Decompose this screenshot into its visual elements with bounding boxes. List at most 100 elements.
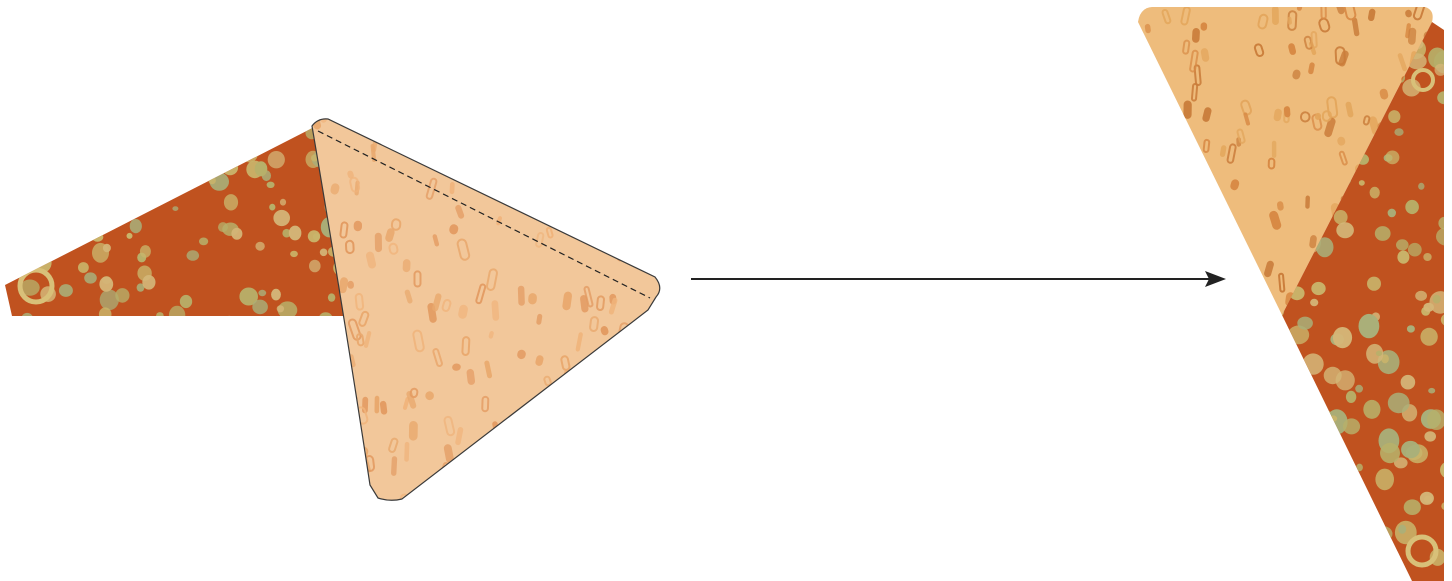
fabric-dot [1298, 559, 1317, 579]
fabric-dot [0, 169, 10, 187]
fabric-dash [512, 138, 522, 150]
fabric-dot [1330, 535, 1351, 552]
fabric-dash [650, 433, 657, 446]
fabric-dot [1320, 406, 1328, 414]
fabric-dot [73, 165, 79, 173]
fabric-dot [1278, 475, 1286, 482]
fabric-dash [618, 151, 624, 163]
fabric-dash [665, 313, 673, 329]
fabric-dot [129, 206, 136, 214]
fabric-dot [1343, 418, 1360, 434]
fabric-dash [449, 182, 454, 194]
fabric-dot [1311, 282, 1325, 295]
fabric-dot [77, 153, 89, 165]
fabric-dash [1187, 320, 1198, 337]
fabric-dot [1265, 509, 1282, 523]
fabric-dash [375, 233, 382, 253]
fabric-dash [1139, 227, 1148, 246]
fabric-dot [1398, 525, 1406, 534]
fabric-dot [224, 194, 238, 210]
fabric-dash [642, 209, 652, 228]
fabric-dot [152, 161, 164, 172]
fabric-dash [594, 482, 601, 490]
fabric-dash [1211, 286, 1222, 301]
fabric-dash [493, 132, 502, 144]
fabric-dash [1174, 308, 1184, 327]
fabric-dot [328, 293, 335, 301]
fabric-dot [222, 160, 238, 175]
fabric-dash [1185, 193, 1194, 213]
fabric-dot [1418, 183, 1424, 190]
fabric-dash [615, 233, 624, 247]
fabric-dot [40, 126, 57, 146]
fabric-dash [663, 419, 669, 432]
fabric-dash [500, 419, 512, 436]
fabric-dash [1192, 28, 1200, 43]
fabric-dot [255, 242, 264, 251]
fabric-dash [1186, 227, 1194, 243]
fabric-dash [1194, 170, 1207, 191]
fabric-dot [1368, 551, 1382, 565]
fabric-dot [1380, 443, 1400, 463]
fabric-dash [1182, 314, 1190, 332]
fabric-dot [140, 245, 151, 258]
fabric-dot [1336, 222, 1354, 238]
fabric-dot [1394, 128, 1403, 136]
fabric-dash [1443, 165, 1452, 183]
fabric-dot [1268, 465, 1276, 474]
fabric-dot [55, 176, 73, 193]
fabric-dot [1420, 328, 1437, 346]
fabric-dot [50, 208, 62, 220]
fabric-dot [1388, 110, 1400, 123]
fabric-dot [1357, 545, 1366, 555]
fabric-dash [1164, 181, 1172, 194]
fabric-dot [1302, 482, 1309, 487]
fabric-dot [247, 106, 263, 120]
fabric-dash [628, 441, 637, 459]
fabric-dot [1370, 187, 1380, 199]
fabric-dash [1149, 317, 1160, 336]
fabric-dot [1333, 327, 1352, 348]
fabric-dot [131, 123, 146, 135]
fabric-dash [354, 221, 362, 232]
fabric-dot [107, 108, 123, 124]
fabric-dash [1156, 163, 1165, 178]
fabric-dot [118, 166, 135, 180]
fabric-dash [1154, 216, 1163, 227]
fabric-dot [54, 129, 74, 145]
fabric-dash [602, 235, 613, 253]
fabric-dash [529, 415, 535, 424]
fabric-dot [226, 316, 233, 325]
fabric-dash [592, 182, 604, 197]
fabric-dot [175, 113, 182, 120]
fabric-dash [1165, 215, 1173, 227]
fabric-dot [1269, 355, 1290, 374]
fabric-dash [656, 468, 664, 479]
fabric-dash [391, 456, 397, 476]
fabric-dot [1280, 486, 1287, 492]
fabric-dot [152, 186, 165, 197]
fabric-dot [1271, 506, 1280, 516]
fabric-dot [1292, 411, 1310, 425]
fabric-dot [59, 284, 73, 297]
fabric-dot [84, 272, 97, 283]
fabric-dash [1242, 268, 1249, 277]
fabric-dot [1290, 432, 1304, 444]
fabric-dot [53, 145, 68, 161]
fabric-dash [1197, 168, 1203, 182]
fabric-dot [55, 211, 62, 217]
fabric-dot [319, 312, 332, 323]
fabric-dot [142, 275, 155, 290]
fabric-dot [169, 142, 183, 153]
rust-fabric-triangle [0, 106, 360, 325]
fabric-dash [354, 488, 364, 508]
fabric-dash [402, 259, 410, 272]
fabric-dash [1200, 22, 1207, 31]
fabric-dash [342, 113, 352, 126]
fabric-dash [657, 205, 663, 217]
fabric-dot [49, 208, 58, 218]
fabric-dot [1360, 508, 1379, 525]
fabric-dot [280, 199, 286, 206]
fabric-dot [16, 188, 33, 203]
fabric-dot [1303, 564, 1319, 580]
